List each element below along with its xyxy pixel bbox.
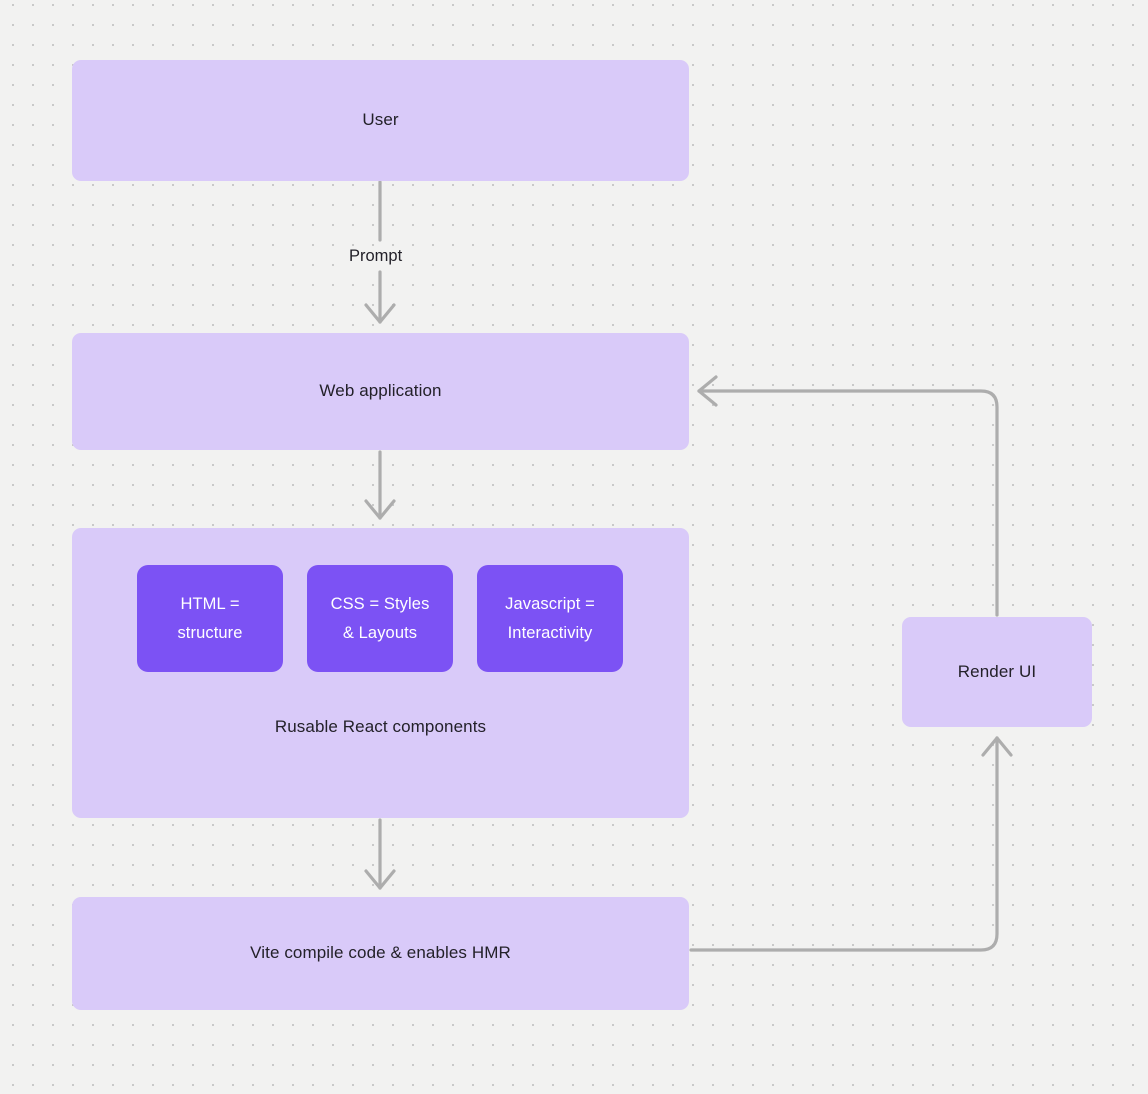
node-html-structure[interactable]: HTML = structure <box>137 565 283 672</box>
node-html-structure-label: HTML = structure <box>177 590 242 648</box>
node-user[interactable]: User <box>72 60 689 181</box>
edge-web-application-to-components <box>364 450 396 520</box>
arrowhead-left-icon <box>697 375 718 407</box>
node-css-styles-label: CSS = Styles & Layouts <box>331 590 430 648</box>
node-javascript-interactivity[interactable]: Javascript = Interactivity <box>477 565 623 672</box>
arrowhead-down-icon <box>364 869 396 890</box>
node-render-ui[interactable]: Render UI <box>902 617 1092 727</box>
arrowhead-up-icon <box>981 736 1013 757</box>
edge-components-to-vite <box>364 818 396 890</box>
edge-render-ui-to-web-application <box>697 375 999 617</box>
node-vite[interactable]: Vite compile code & enables HMR <box>72 897 689 1010</box>
node-javascript-interactivity-line1: Javascript = <box>505 594 595 613</box>
arrowhead-down-icon <box>364 303 396 324</box>
edge-vite-to-render-ui <box>689 736 1013 952</box>
node-user-label: User <box>362 110 399 130</box>
node-css-styles-line1: CSS = Styles <box>330 594 430 613</box>
node-html-structure-line1: HTML = <box>180 594 240 613</box>
node-render-ui-label: Render UI <box>957 661 1037 681</box>
node-html-structure-line2: structure <box>177 623 243 642</box>
node-javascript-interactivity-line2: Interactivity <box>507 623 593 642</box>
node-javascript-interactivity-label: Javascript = Interactivity <box>505 590 595 648</box>
node-css-styles-line2: & Layouts <box>342 623 418 642</box>
arrowhead-down-icon <box>364 499 396 520</box>
node-components-group[interactable]: HTML = structure CSS = Styles & Layouts Ja… <box>72 528 689 818</box>
edge-label-prompt: Prompt <box>344 246 408 267</box>
node-vite-label: Vite compile code & enables HMR <box>250 943 511 963</box>
node-web-application-label: Web application <box>319 381 442 401</box>
components-group-caption: Rusable React components <box>274 717 487 736</box>
node-css-styles[interactable]: CSS = Styles & Layouts <box>307 565 453 672</box>
node-web-application[interactable]: Web application <box>72 333 689 450</box>
